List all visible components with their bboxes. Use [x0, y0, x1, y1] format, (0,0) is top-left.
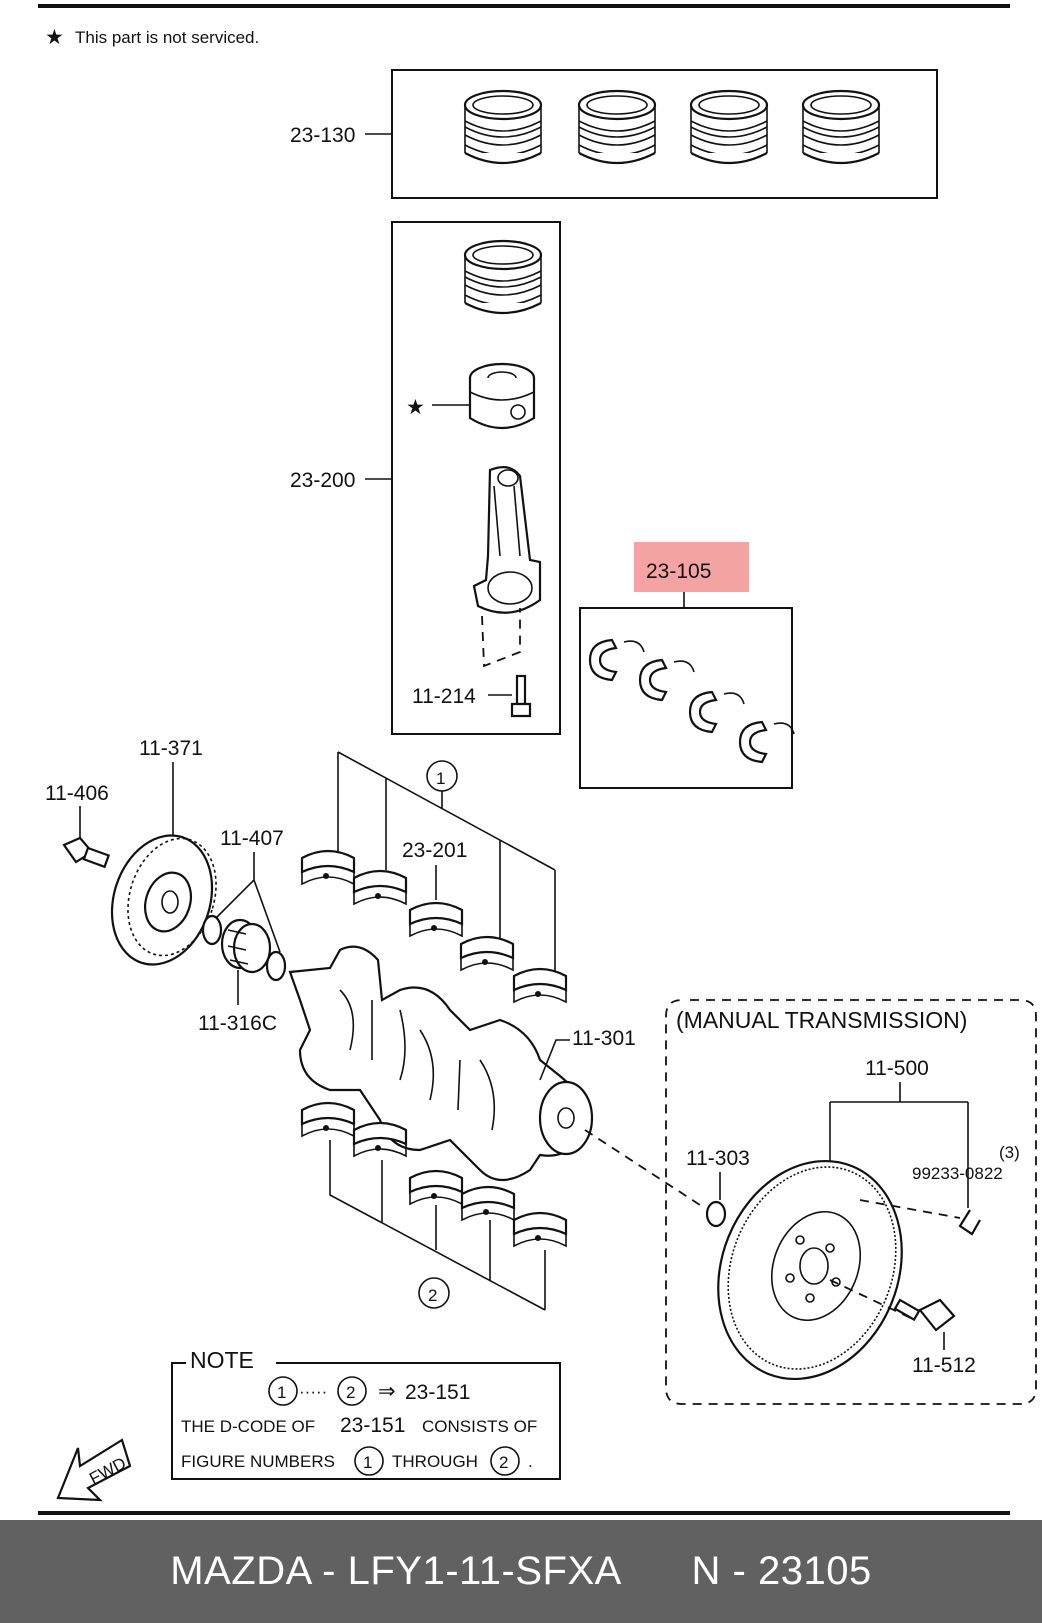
label-main-bearing[interactable]: 23-201 [402, 839, 467, 862]
note-line3-marker-one: 1 [363, 1453, 372, 1472]
note-line2-code: 23-151 [340, 1414, 405, 1437]
footer-bar: MAZDA - LFY1-11-SFXA N - 23105 [0, 1520, 1042, 1623]
note-line3-a: FIGURE NUMBERS [181, 1452, 335, 1471]
rod-bolt-icon [510, 674, 532, 718]
footer-part-number: MAZDA - LFY1-11-SFXA [170, 1549, 622, 1593]
note-line3-marker-two: 2 [499, 1453, 508, 1472]
sprocket-icon [220, 918, 272, 974]
note-title: NOTE [190, 1347, 254, 1373]
rod-bearing-box [579, 607, 793, 789]
footer-reference: N - 23105 [691, 1549, 872, 1593]
pulley-bolt-icon [62, 836, 111, 869]
piston-ring-icon [463, 89, 543, 165]
marker-two: 2 [428, 1286, 437, 1305]
piston-ring-icon [801, 89, 881, 165]
lower-bearing-shell-icon [352, 1121, 408, 1158]
label-flywheel[interactable]: 11-500 [865, 1057, 929, 1080]
bearing-shell-icon [588, 638, 646, 682]
lower-bearing-shell-icon [300, 1101, 356, 1138]
label-ring-set[interactable]: 23-130 [290, 124, 355, 147]
piston-icon [468, 362, 536, 429]
marker-two-icon [418, 1277, 450, 1309]
lower-bearing-shell-icon [408, 1169, 464, 1206]
bearing-shell-icon [688, 690, 746, 734]
note-marker-two: 2 [346, 1383, 355, 1402]
header-star-icon: ★ [45, 26, 64, 49]
label-flywheel-bolt[interactable]: 11-512 [912, 1354, 976, 1377]
label-rod-bolt[interactable]: 11-214 [412, 685, 476, 708]
piston-assy-box [391, 221, 561, 735]
note-line2-b: CONSISTS OF [422, 1417, 537, 1436]
main-bearing-shell-icon [459, 935, 515, 972]
label-sprocket[interactable]: 11-316C [198, 1012, 277, 1035]
dowel-icon [958, 1209, 981, 1236]
label-pulley[interactable]: 11-371 [139, 737, 203, 760]
parts-diagram: ★ This part is not serviced. 23-130 23-2… [38, 4, 1037, 1515]
highlight-box [634, 542, 749, 592]
main-bearing-shell-icon [352, 869, 408, 906]
label-pilot-bearing[interactable]: 11-303 [686, 1147, 750, 1170]
lower-bearing-shell-icon [512, 1211, 568, 1248]
flywheel-bolt-icon [893, 1298, 956, 1332]
crank-pulley-icon [110, 834, 217, 966]
piston-ring-icon [463, 239, 543, 315]
label-dowel[interactable]: 99233-0822 [912, 1164, 1003, 1183]
ring-set-box [391, 69, 938, 199]
star-icon: ★ [406, 396, 425, 419]
label-pulley-bolt[interactable]: 11-406 [45, 782, 109, 805]
marker-one: 1 [436, 769, 445, 788]
main-bearing-shell-icon [300, 849, 356, 886]
bearing-shell-icon [738, 720, 796, 764]
note-arrow: ⇒ [378, 1380, 396, 1403]
note-line2-a: THE D-CODE OF [181, 1417, 315, 1436]
piston-ring-icon [577, 89, 657, 165]
label-crankshaft[interactable]: 11-301 [572, 1027, 636, 1050]
footer-spacer [622, 1549, 692, 1594]
pilot-bearing-icon [705, 1200, 727, 1228]
connecting-rod-icon [472, 465, 542, 614]
note-marker-one: 1 [277, 1383, 286, 1402]
label-dowel-qty: (3) [999, 1143, 1020, 1162]
note-box [171, 1362, 561, 1480]
crankshaft-icon [288, 945, 594, 1182]
note-code: 23-151 [405, 1381, 470, 1404]
fwd-arrow-icon: FWD [56, 1438, 132, 1502]
manual-transmission-label: (MANUAL TRANSMISSION) [676, 1007, 967, 1033]
note-line3-b: THROUGH [392, 1452, 478, 1471]
flywheel-icon [717, 1159, 903, 1381]
note-dots: ····· [299, 1382, 327, 1401]
bearing-shell-icon [638, 658, 696, 702]
main-bearing-shell-icon [512, 967, 568, 1004]
label-piston-assy[interactable]: 23-200 [290, 469, 355, 492]
label-oring[interactable]: 11-407 [220, 827, 284, 850]
lower-bearing-shell-icon [460, 1185, 516, 1222]
label-bearing-set[interactable]: 23-105 [646, 560, 711, 583]
header-note: This part is not serviced. [75, 28, 259, 47]
manual-transmission-region [665, 999, 1037, 1405]
piston-ring-icon [689, 89, 769, 165]
main-bearing-shell-icon [408, 901, 464, 938]
note-line3-end: . [528, 1452, 533, 1471]
